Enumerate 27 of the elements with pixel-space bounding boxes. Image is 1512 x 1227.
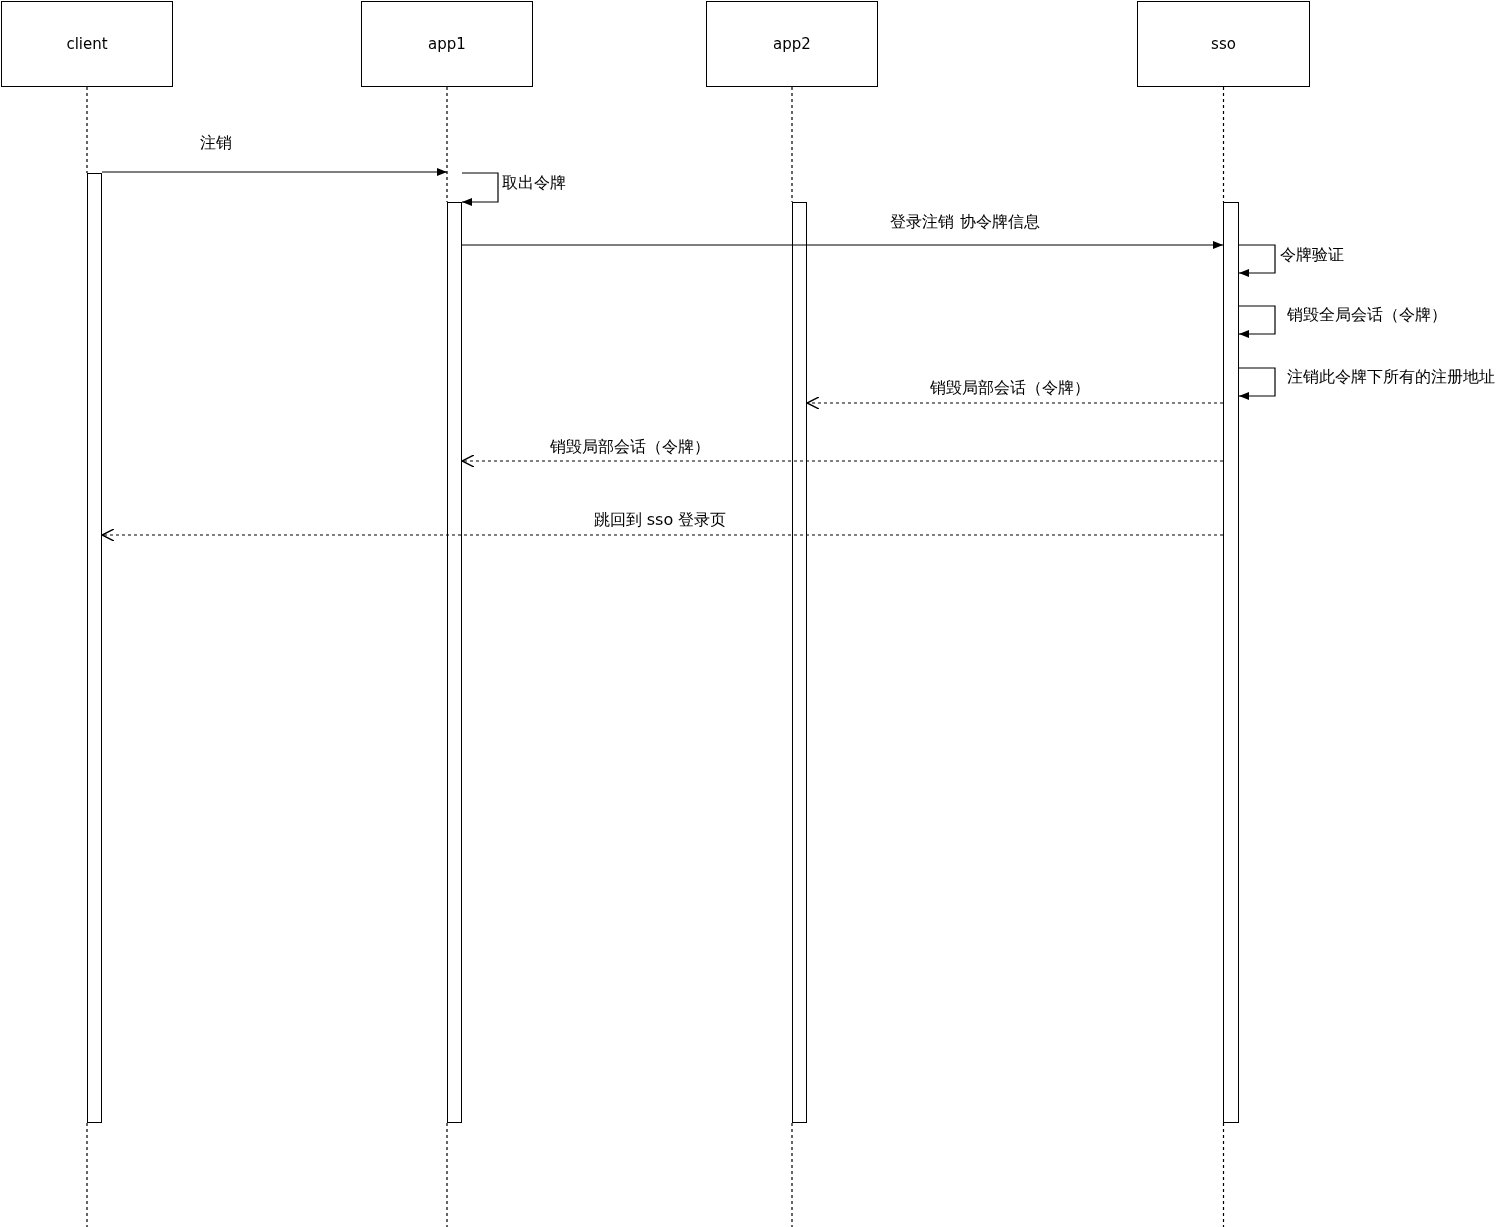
message-arrow (461, 172, 499, 206)
activation-bar (447, 202, 462, 1123)
participant-box: app1 (361, 1, 533, 87)
participant-box: sso (1137, 1, 1310, 87)
message-arrow (461, 241, 1224, 249)
activation-bar (1223, 202, 1239, 1123)
edge-label: 注销 (198, 133, 234, 153)
activation-bar (792, 202, 807, 1123)
edge-label: 取出令牌 (500, 173, 568, 193)
lifeline (1222, 86, 1225, 203)
message-arrow (101, 528, 1224, 542)
participant-box: client (1, 1, 173, 87)
edge-label: 登录注销 协令牌信息 (888, 212, 1042, 232)
lifeline (791, 86, 793, 203)
activation-bar (87, 173, 102, 1123)
message-arrow (1238, 244, 1276, 277)
message-arrow (1238, 367, 1276, 400)
message-arrow (806, 396, 1224, 410)
edge-label: 跳回到 sso 登录页 (591, 510, 729, 530)
lifeline (446, 86, 448, 203)
message-arrow (101, 168, 448, 176)
lifeline (86, 86, 88, 174)
edge-label: 令牌验证 (1278, 245, 1346, 265)
edge-label: 注销此令牌下所有的注册地址 (1285, 367, 1497, 387)
participant-box: app2 (706, 1, 878, 87)
message-arrow (461, 454, 1224, 468)
message-arrow (1238, 305, 1276, 338)
